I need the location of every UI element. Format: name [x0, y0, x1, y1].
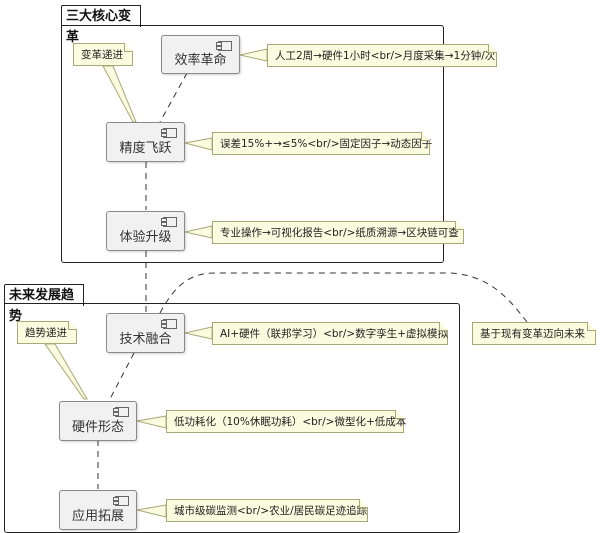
package-title-future-trends: 未来发展趋势 [4, 284, 84, 324]
component-tech-fusion[interactable]: 技术融合 [106, 313, 185, 353]
note-experience-detail: 专业操作→可视化报告<br/>纸质溯源→区块链可查 [212, 221, 464, 244]
component-efficiency-revolution[interactable]: 效率革命 [161, 35, 240, 74]
component-icon [113, 407, 129, 417]
component-icon [113, 496, 129, 506]
component-label: 效率革命 [174, 53, 227, 68]
note-trend-progress: 趋势递进 [17, 321, 77, 344]
component-experience-upgrade[interactable]: 体验升级 [106, 211, 185, 251]
note-efficiency-detail: 人工2周→硬件1小时<br/>月度采集→1分钟/次 [267, 44, 497, 67]
component-icon [161, 217, 177, 227]
component-label: 应用拓展 [71, 508, 124, 524]
component-label: 精度飞跃 [119, 140, 172, 156]
note-future-link: 基于现有变革迈向未来 [472, 322, 596, 345]
component-precision-leap[interactable]: 精度飞跃 [106, 122, 185, 162]
package-title-core-revolutions: 三大核心变革 [61, 5, 141, 45]
component-hardware-form[interactable]: 硬件形态 [59, 401, 137, 441]
component-icon [216, 41, 232, 51]
component-label: 硬件形态 [71, 419, 124, 435]
component-application-expansion[interactable]: 应用拓展 [59, 490, 137, 530]
component-icon [161, 128, 177, 138]
component-label: 技术融合 [119, 331, 172, 347]
note-revolution-progress: 变革递进 [73, 43, 133, 66]
note-tech-fusion-detail: AI+硬件（联邦学习）<br/>数字孪生+虚拟模拟 [212, 322, 448, 345]
note-application-detail: 城市级碳监测<br/>农业/居民碳足迹追踪 [166, 499, 368, 522]
note-hardware-detail: 低功耗化（10%休眠功耗）<br/>微型化+低成本 [166, 410, 406, 433]
component-icon [161, 319, 177, 329]
component-label: 体验升级 [119, 229, 172, 245]
package-core-revolutions [61, 25, 444, 263]
note-precision-detail: 误差15%+→≤5%<br/>固定因子→动态因子 [212, 132, 432, 155]
